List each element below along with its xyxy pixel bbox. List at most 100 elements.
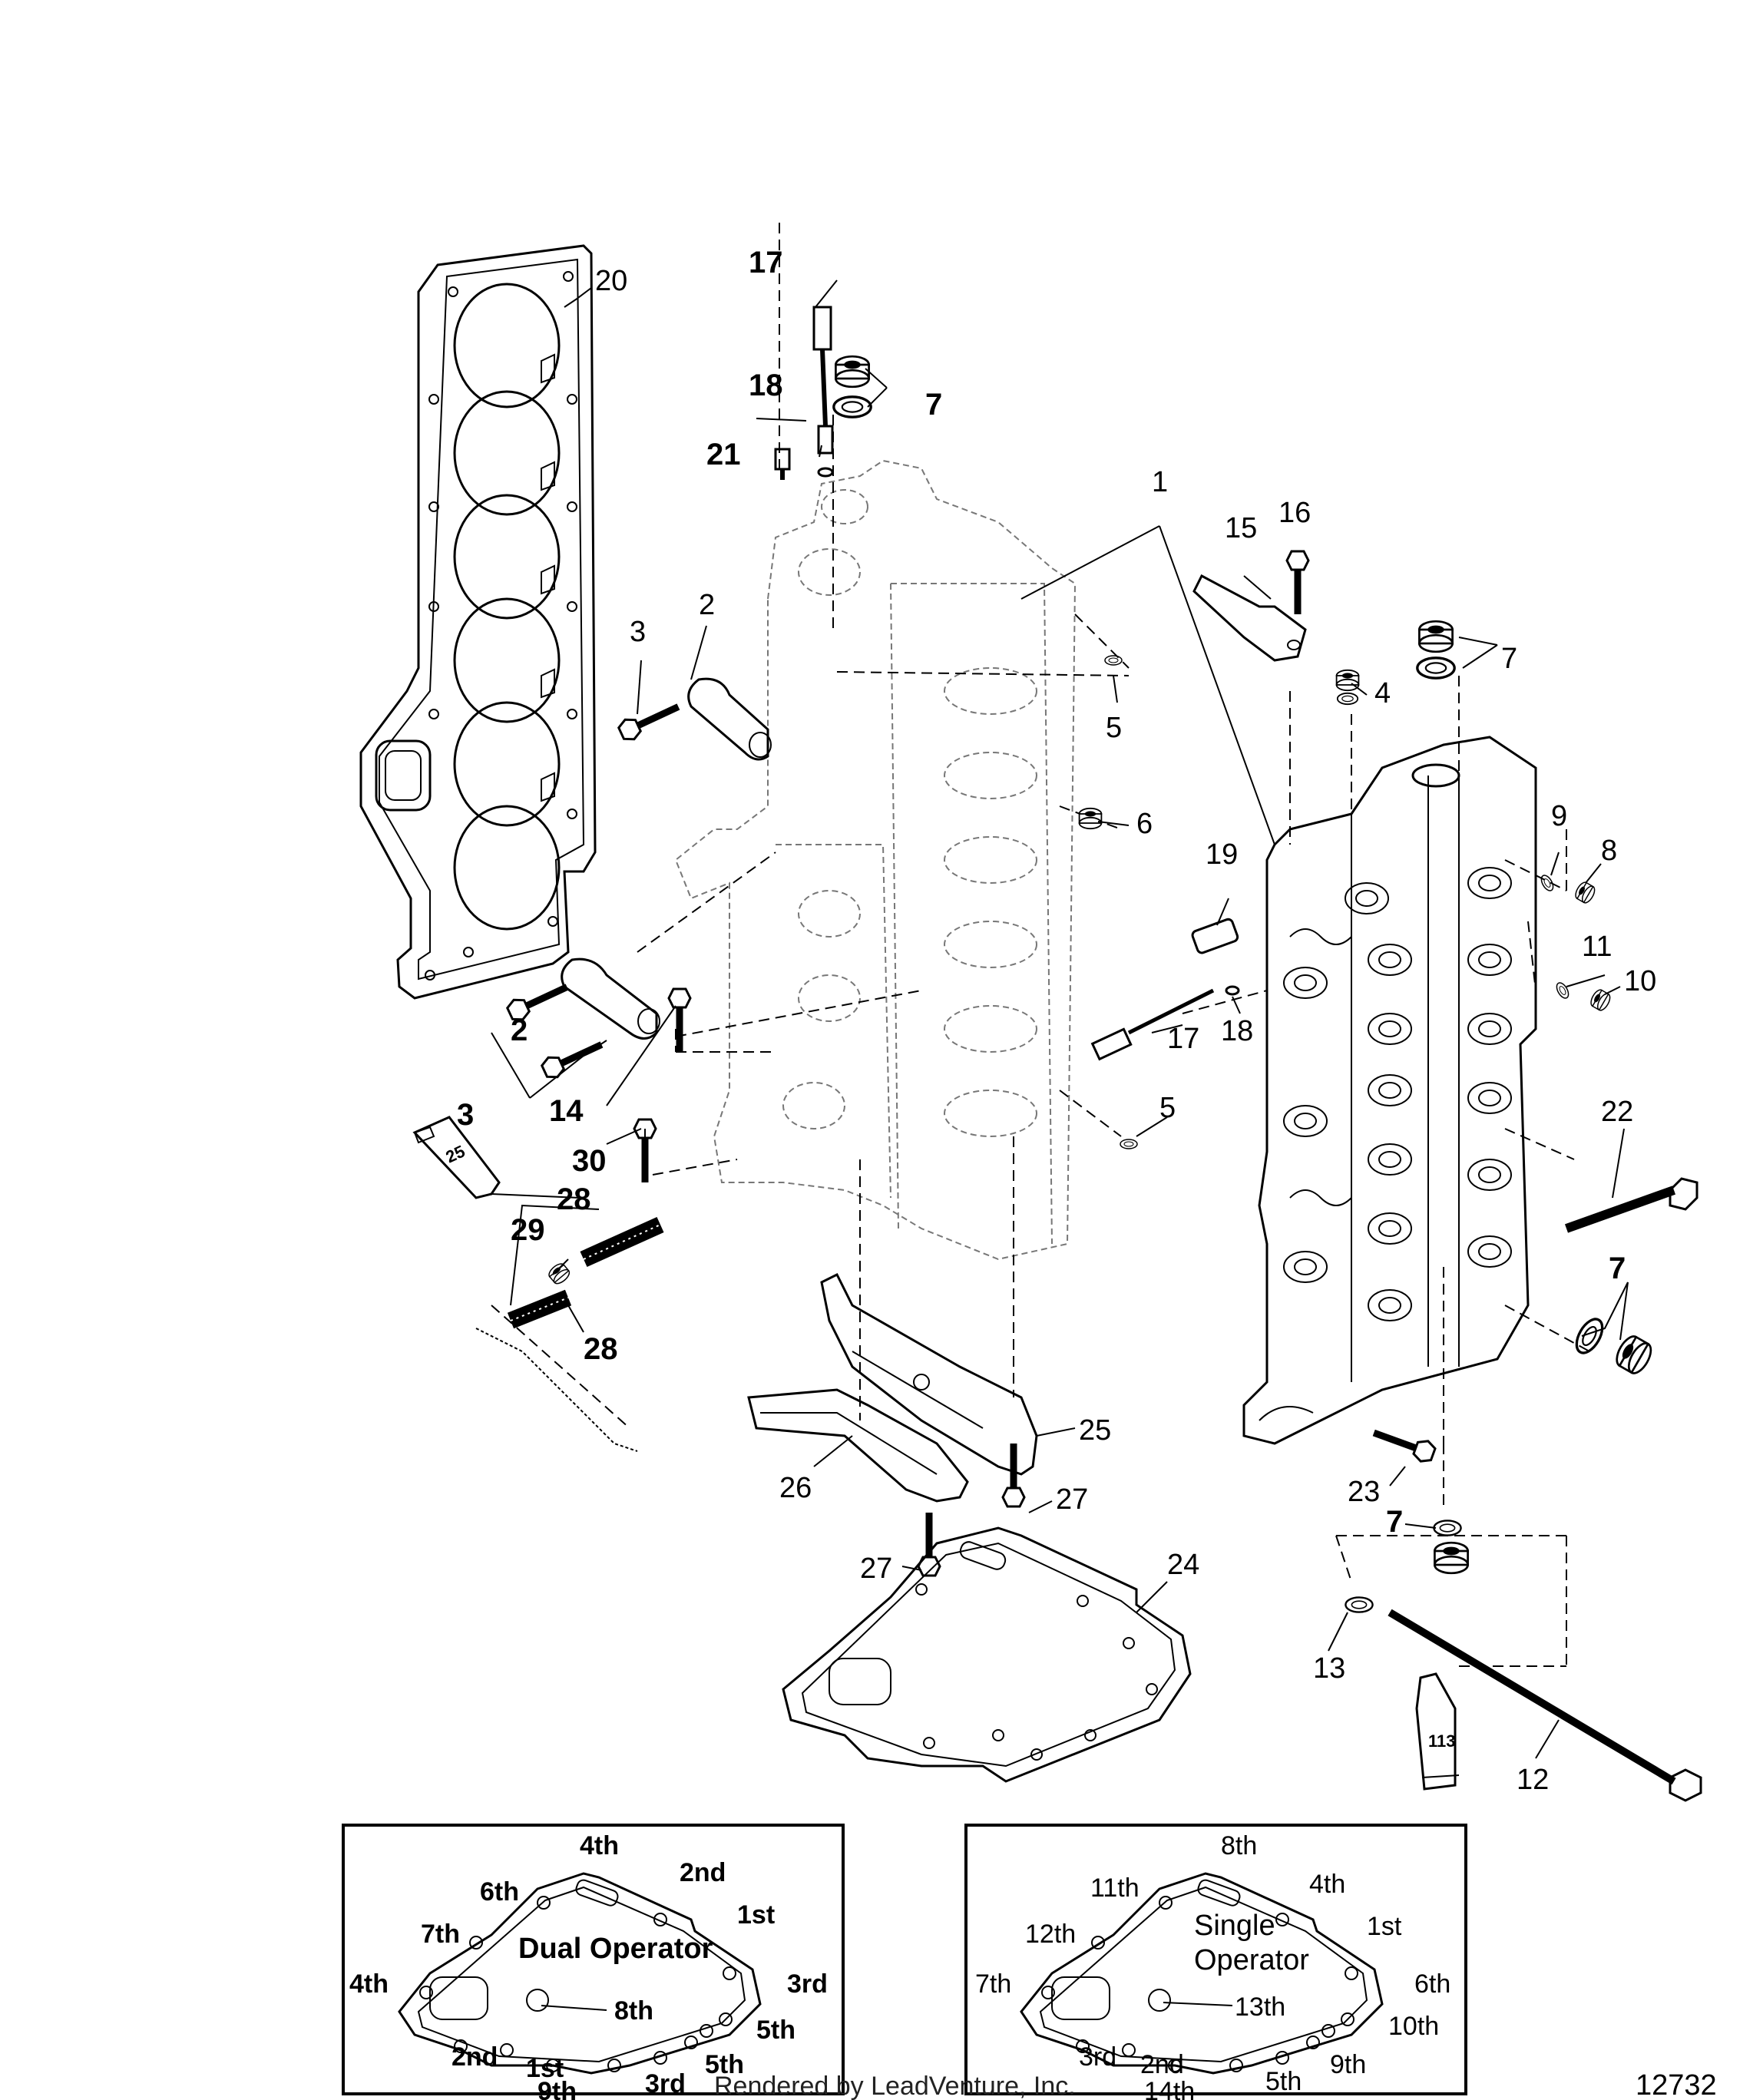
single-seq-11: 2nd	[1140, 2050, 1184, 2079]
bolt-23	[1370, 1423, 1437, 1464]
callout-23: 23	[1348, 1476, 1380, 1508]
inset-single-operator: Single Operator 8th 11th 4th 12th 1st 7t…	[964, 1824, 1467, 2100]
callout-19: 19	[1206, 838, 1238, 871]
single-seq-14: 14th	[1144, 2077, 1195, 2100]
callout-1: 1	[1152, 466, 1168, 498]
callout-18-top: 18	[749, 369, 783, 402]
oring-7-side	[1570, 1313, 1609, 1359]
dual-seq-2: 2nd	[680, 1858, 726, 1887]
grommet-7-right	[1418, 620, 1454, 653]
single-seq-1: 8th	[1221, 1831, 1257, 1860]
dowel-5-lower	[1120, 1139, 1138, 1149]
bolt-3-lower-b	[540, 1035, 606, 1081]
stud-28-upper	[580, 1216, 664, 1268]
dual-seq-14: 3rd	[645, 2069, 686, 2098]
single-seq-4: 12th	[1025, 1920, 1076, 1949]
single-seq-6: 7th	[975, 1969, 1011, 1999]
callout-20: 20	[595, 265, 627, 297]
single-seq-8: 13th	[1235, 1993, 1285, 2022]
washer-29	[546, 1260, 573, 1287]
single-seq-13: 5th	[1265, 2067, 1302, 2096]
callout-leaders	[491, 279, 1629, 1759]
sensor-15	[1192, 574, 1307, 662]
callout-18-side: 18	[1221, 1015, 1253, 1047]
single-seq-5: 1st	[1367, 1912, 1402, 1941]
callout-30: 30	[572, 1144, 607, 1178]
long-bolt-12	[1388, 1609, 1702, 1802]
cylinder-head-right	[1242, 736, 1537, 1445]
callout-25: 25	[1079, 1414, 1111, 1447]
bolt-16	[1287, 551, 1308, 614]
inset-dual-operator: Dual Operator 4th 2nd 6th 1st 7th 3rd 4t…	[342, 1824, 845, 2100]
sealant-tube-right: 113	[1415, 1672, 1460, 1791]
inset-dual-title: Dual Operator	[518, 1933, 713, 1965]
dual-seq-1: 4th	[580, 1831, 619, 1860]
callout-12: 12	[1517, 1764, 1549, 1796]
oring-18-side	[1225, 985, 1240, 996]
callout-16: 16	[1278, 497, 1311, 529]
callout-14: 14	[549, 1094, 584, 1128]
dual-seq-9: 5th	[756, 2016, 796, 2045]
long-bolt-22	[1564, 1177, 1698, 1233]
footer-credit: Rendered by LeadVenture, Inc.	[714, 2072, 1076, 2100]
fitting-21	[774, 448, 791, 480]
figure-number: 12732	[1636, 2069, 1717, 2100]
callout-6: 6	[1136, 808, 1153, 840]
callout-26: 26	[779, 1472, 812, 1504]
dual-seq-11: 1st	[526, 2054, 564, 2083]
dual-seq-10: 2nd	[452, 2042, 498, 2072]
callout-11: 11	[1582, 931, 1612, 963]
inset-single-title-line2: Operator	[1194, 1944, 1309, 1976]
bolt-14	[669, 989, 690, 1052]
callout-28-lower: 28	[584, 1332, 618, 1366]
callout-5-lower: 5	[1159, 1092, 1176, 1124]
callout-17-side: 17	[1167, 1023, 1199, 1055]
callout-7-top: 7	[925, 388, 942, 422]
dual-seq-4: 1st	[737, 1900, 775, 1930]
head-gasket	[359, 244, 597, 1000]
single-seq-10: 3rd	[1079, 2042, 1116, 2072]
inset-single-title-line1: Single	[1194, 1910, 1275, 1942]
dowel-5-upper	[1104, 655, 1123, 666]
single-seq-2: 11th	[1090, 1873, 1140, 1903]
assembly-lines	[491, 223, 1590, 1667]
oring-7-right	[1416, 656, 1456, 680]
callout-13: 13	[1313, 1652, 1345, 1685]
tube-label-left: 25	[443, 1142, 468, 1167]
callout-3-lower: 3	[457, 1098, 474, 1132]
sensor-17-top	[812, 306, 834, 455]
lower-gasket	[782, 1526, 1192, 1783]
oring-18-top	[817, 467, 834, 478]
rocker-bracket-upper	[687, 677, 772, 761]
rocker-bracket-lower	[561, 957, 660, 1040]
callout-7-bottom: 7	[1386, 1505, 1403, 1539]
dual-seq-12: 5th	[705, 2050, 744, 2079]
single-seq-3: 4th	[1309, 1870, 1345, 1899]
callout-5-upper: 5	[1106, 712, 1122, 744]
callout-3-upper: 3	[630, 616, 646, 648]
sleeve-6	[1078, 807, 1103, 830]
oring-9	[1538, 872, 1556, 894]
cylinder-head-left	[674, 459, 1077, 1261]
callout-22: 22	[1601, 1096, 1633, 1128]
oring-4	[1336, 692, 1359, 706]
dual-seq-6: 3rd	[787, 1969, 828, 1999]
callout-29: 29	[511, 1213, 545, 1247]
bolt-3-upper	[617, 697, 683, 743]
callout-17-top: 17	[749, 246, 783, 279]
callout-7-side: 7	[1609, 1252, 1626, 1285]
callout-27-left: 27	[860, 1553, 892, 1585]
callout-numbers: 20 17 18 21 7 1 15 16 2 3 7 4 5 6 9 8 19…	[457, 246, 1656, 1796]
callout-2-upper: 2	[699, 589, 715, 621]
grommet-7-side	[1611, 1331, 1657, 1378]
sensor-19	[1191, 918, 1239, 954]
grommet-4	[1335, 669, 1360, 692]
callout-27-right: 27	[1056, 1483, 1088, 1516]
grommet-7-bottom	[1434, 1541, 1469, 1575]
sensor-17-side	[1090, 988, 1215, 1061]
callout-7-right: 7	[1501, 643, 1517, 675]
stud-28-lower	[507, 1289, 572, 1329]
oring-11	[1553, 980, 1572, 1001]
callout-24: 24	[1167, 1549, 1199, 1581]
dual-seq-5: 7th	[421, 1920, 460, 1949]
